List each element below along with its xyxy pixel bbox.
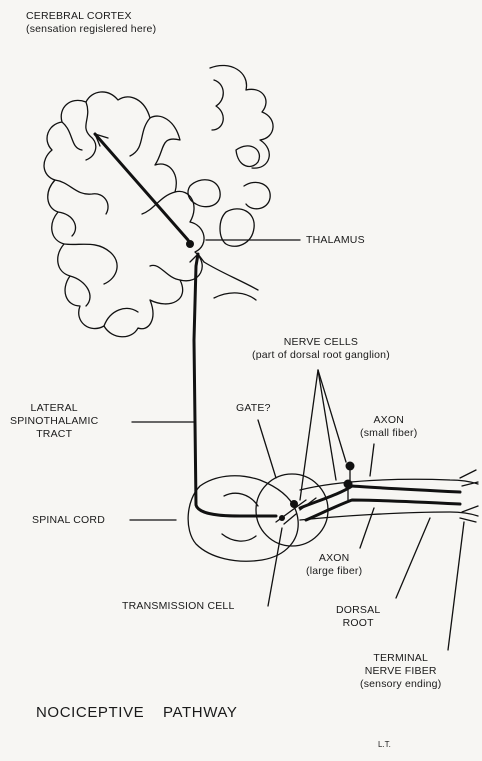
cortex-fold bbox=[130, 118, 150, 156]
cortex-fold bbox=[86, 102, 96, 160]
dorsal-root-leader bbox=[396, 518, 430, 598]
thalamus-body bbox=[220, 209, 254, 246]
lateral-tract-line-3: TRACT bbox=[10, 428, 98, 441]
large-fiber-cell-body bbox=[344, 480, 353, 489]
dorsal-root-label: DORSAL ROOT bbox=[336, 604, 380, 630]
brainstem-outline bbox=[204, 262, 258, 300]
cortex-fold bbox=[70, 276, 90, 306]
spinal-cord-label: SPINAL CORD bbox=[32, 514, 105, 527]
cortex-fold bbox=[55, 180, 108, 214]
ventricle bbox=[236, 146, 259, 167]
lateral-tract-line-1: LATERAL bbox=[10, 402, 98, 415]
thalamus-label: THALAMUS bbox=[306, 234, 365, 247]
nerve-cells-leader bbox=[300, 370, 318, 500]
dorsal-root-line-1: DORSAL bbox=[336, 604, 380, 617]
axon-small-title: AXON bbox=[360, 414, 417, 427]
nerve-cells-note: (part of dorsal root ganglion) bbox=[252, 349, 390, 362]
gate-leader bbox=[258, 420, 276, 478]
diagram-title: NOCICEPTIVE PATHWAY bbox=[36, 704, 238, 721]
cortex-fold bbox=[150, 265, 180, 280]
axon-small-note: (small fiber) bbox=[360, 427, 417, 440]
lateral-tract-line-2: SPINOTHALAMIC bbox=[10, 415, 98, 428]
axon-large-note: (large fiber) bbox=[306, 565, 362, 578]
ventricle bbox=[188, 180, 220, 207]
ventricle bbox=[244, 182, 270, 208]
nerve-cells-leader bbox=[318, 370, 346, 462]
axon-large-title: AXON bbox=[306, 552, 362, 565]
small-fiber-axon bbox=[300, 486, 460, 508]
gate-label: GATE? bbox=[236, 402, 271, 415]
terminal-fiber-note: (sensory ending) bbox=[360, 678, 441, 691]
cerebral-cortex-note: (sensation regislered here) bbox=[26, 23, 156, 36]
midline-structure bbox=[210, 65, 273, 168]
cerebral-cortex-title: CEREBRAL CORTEX bbox=[26, 10, 156, 23]
artist-initials: L.T. bbox=[378, 740, 391, 749]
cortex-fold bbox=[64, 244, 117, 284]
transmission-cell-label: TRANSMISSION CELL bbox=[122, 600, 235, 613]
axon-small-leader bbox=[370, 444, 374, 476]
nerve-cells-leader bbox=[318, 370, 336, 480]
cerebral-cortex-label: CEREBRAL CORTEX (sensation regislered he… bbox=[26, 10, 156, 36]
small-fiber-cell-body bbox=[346, 462, 355, 471]
terminal-fiber-leader bbox=[448, 522, 464, 650]
terminal-fiber-line-2: NERVE FIBER bbox=[360, 665, 441, 678]
transmission-cell-leader bbox=[268, 528, 282, 606]
terminal-fiber-label: TERMINAL NERVE FIBER (sensory ending) bbox=[360, 652, 441, 691]
axon-small-label: AXON (small fiber) bbox=[360, 414, 417, 440]
cortex-fold bbox=[58, 212, 76, 236]
dorsal-root-line-2: ROOT bbox=[336, 617, 380, 630]
thalamus-nucleus-dot bbox=[186, 240, 194, 248]
nerve-cells-label: NERVE CELLS (part of dorsal root ganglio… bbox=[252, 336, 390, 362]
axon-large-label: AXON (large fiber) bbox=[306, 552, 362, 578]
lateral-tract-label: LATERAL SPINOTHALAMIC TRACT bbox=[10, 402, 98, 441]
cortex-tract-line bbox=[95, 134, 188, 240]
terminal-fiber-line-1: TERMINAL bbox=[360, 652, 441, 665]
midline-structure bbox=[212, 80, 223, 130]
nerve-cells-title: NERVE CELLS bbox=[252, 336, 390, 349]
cortex-fold bbox=[104, 308, 138, 326]
cortex-fold bbox=[62, 122, 82, 150]
